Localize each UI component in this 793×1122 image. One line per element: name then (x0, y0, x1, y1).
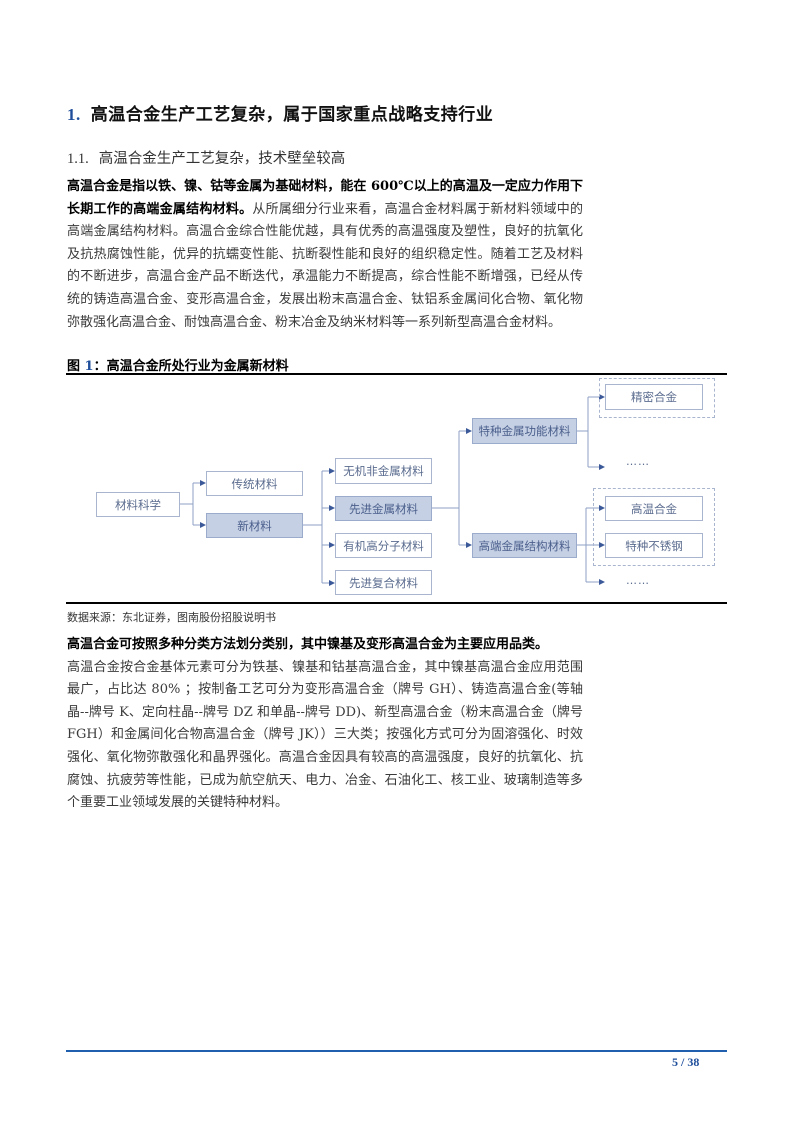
footer-rule (66, 1050, 727, 1052)
dashed-group-structural (593, 488, 715, 566)
node-ellipsis-structural: …… (626, 574, 650, 587)
paragraph-lead-bold: 高温合金是指以铁、镍、钴等金属为基础材料，能在 600℃以上的高温及一定应力作用… (67, 179, 583, 217)
node-inorganic-nonmetal: 无机非金属材料 (335, 458, 432, 484)
node-advanced-metal: 先进金属材料 (335, 496, 432, 521)
dashed-group-functional (599, 378, 715, 418)
subsection-number: 1.1. (67, 151, 89, 167)
paragraph-definition: 高温合金是指以铁、镍、钴等金属为基础材料，能在 600℃以上的高温及一定应力作用… (67, 176, 583, 334)
paragraph-lead-bold: 高温合金可按照多种分类方法划分类别，其中镍基及变形高温合金为主要应用品类。 (67, 637, 549, 652)
section-heading: 1. 高温合金生产工艺复杂，属于国家重点战略支持行业 (67, 100, 493, 125)
paragraph-body: 从所属细分行业来看，高温合金材料属于新材料领域中的高端金属结构材料。高温合金综合… (67, 201, 583, 330)
node-organic-polymer: 有机高分子材料 (335, 533, 432, 558)
figure-title: 高温合金所处行业为金属新材料 (106, 359, 289, 374)
node-precision-alloy: 精密合金 (605, 384, 703, 410)
figure-separator: ： (93, 359, 107, 374)
figure-top-rule (66, 373, 727, 375)
section-title: 高温合金生产工艺复杂，属于国家重点战略支持行业 (90, 105, 494, 125)
node-advanced-composite: 先进复合材料 (335, 570, 432, 595)
node-special-functional-metal: 特种金属功能材料 (472, 418, 577, 444)
paragraph-body: 高温合金按合金基体元素可分为铁基、镍基和钴基高温合金，其中镍基高温合金应用范围最… (67, 659, 583, 811)
node-superalloy: 高温合金 (605, 496, 703, 521)
page-number: 5 / 38 (672, 1055, 700, 1069)
section-number: 1. (67, 105, 81, 124)
figure-label: 图 (67, 359, 81, 374)
node-new-materials: 新材料 (206, 513, 303, 538)
paragraph-classification: 高温合金可按照多种分类方法划分类别，其中镍基及变形高温合金为主要应用品类。高温合… (67, 634, 583, 815)
node-high-end-structural-metal: 高端金属结构材料 (472, 533, 577, 558)
figure-source: 数据来源：东北证券，图南股份招股说明书 (67, 611, 276, 624)
figure-number: 1 (84, 359, 94, 374)
industry-tree-diagram: 材料科学 传统材料 新材料 无机非金属材料 先进金属材料 有机高分子材料 先进复… (66, 375, 727, 602)
node-traditional-materials: 传统材料 (206, 471, 303, 496)
node-materials-science: 材料科学 (96, 492, 180, 517)
figure-caption: 图 1：高温合金所处行业为金属新材料 (67, 355, 289, 374)
node-ellipsis-functional: …… (626, 455, 650, 468)
subsection-heading: 1.1. 高温合金生产工艺复杂，技术壁垒较高 (67, 147, 345, 168)
node-special-stainless-steel: 特种不锈钢 (605, 533, 703, 558)
subsection-title: 高温合金生产工艺复杂，技术壁垒较高 (98, 151, 346, 167)
connector-lines (180, 394, 605, 586)
figure-bottom-rule (66, 602, 727, 604)
